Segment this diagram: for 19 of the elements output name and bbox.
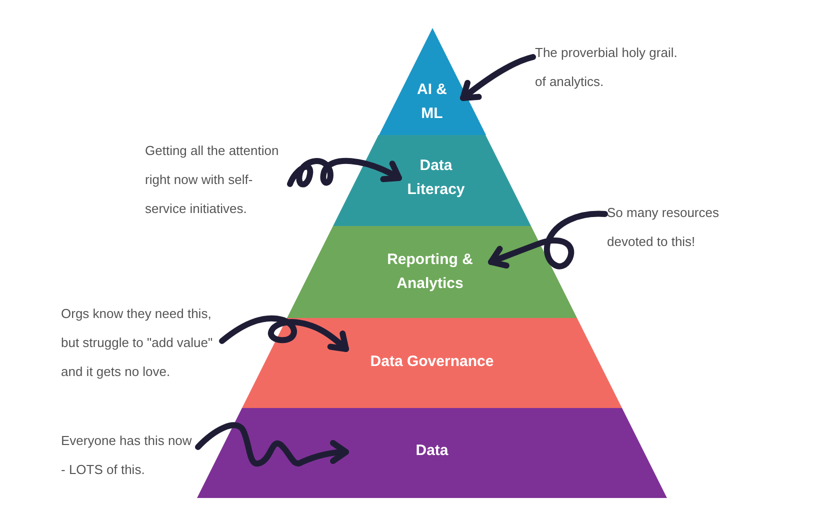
pyramid-tier xyxy=(378,28,486,135)
tier-label: Data xyxy=(414,441,450,461)
hand-drawn-arrow xyxy=(460,54,536,101)
pyramid-tier xyxy=(242,318,622,408)
tier-label: Data Governance xyxy=(369,352,495,372)
pyramid-tier xyxy=(333,135,531,226)
pyramid-tier xyxy=(197,408,667,498)
hand-drawn-arrow xyxy=(219,315,349,352)
tier-label: Reporting & Analytics xyxy=(386,250,474,294)
annotation-text: Getting all the attention right now with self-service initiatives. xyxy=(145,136,289,223)
annotation-text: So many resources devoted to this! xyxy=(607,198,735,256)
pyramid-tier xyxy=(287,226,577,318)
tier-label: Data Literacy xyxy=(406,156,466,200)
annotation-text: Orgs know they need this, but struggle to "add value" and it gets no love. xyxy=(61,299,221,386)
hand-drawn-arrow xyxy=(195,422,349,467)
annotation-text: Everyone has this now - LOTS of this. xyxy=(61,426,195,484)
tier-label: AI & ML xyxy=(416,80,448,124)
hand-drawn-arrow xyxy=(488,210,608,270)
annotation-text: The proverbial holy grail. of analytics. xyxy=(535,38,685,96)
